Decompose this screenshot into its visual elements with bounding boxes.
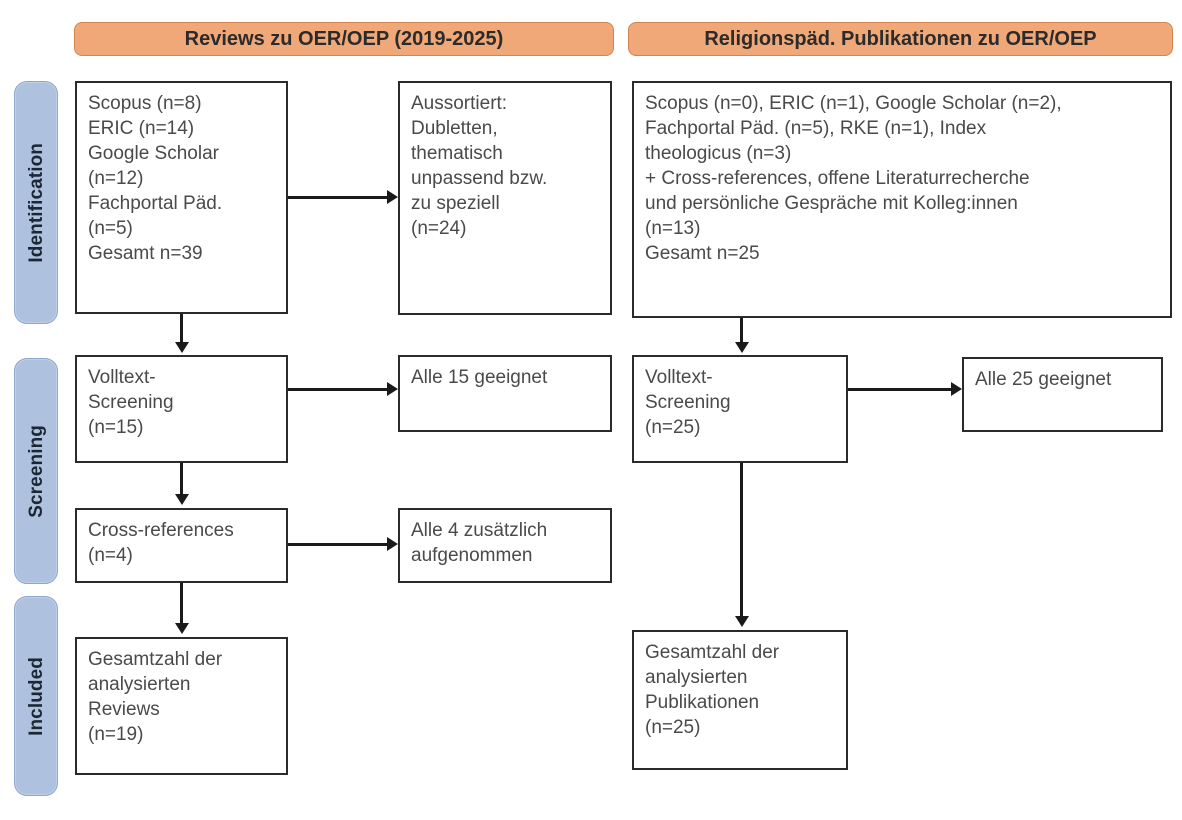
connector-left-ident-to-excluded: [288, 196, 387, 199]
box-line: (n=4): [88, 545, 133, 567]
box-line: Volltext-: [645, 367, 713, 388]
connector-left-screening-to-crossrefs: [180, 463, 183, 496]
box-line: (n=13): [645, 218, 701, 240]
box-line: Fachportal Päd.: [88, 193, 223, 215]
box-left-screening-result: Alle 15 geeignet: [398, 355, 612, 432]
box-line: Scopus (n=8): [88, 93, 202, 114]
connector-left-crossrefs-to-result: [288, 543, 387, 546]
connector-left-ident-to-screening: [180, 314, 183, 344]
connector-right-screening-to-included: [740, 463, 743, 618]
connector-right-screening-to-result: [848, 388, 951, 391]
box-line: unpassend bzw.: [411, 168, 548, 190]
phase-label-identification-text: Identification: [25, 142, 47, 263]
box-line: (n=19): [88, 724, 144, 746]
connector-left-screening-to-result: [288, 388, 387, 391]
arrow-left-crossrefs-to-result: [387, 537, 398, 551]
box-line: + Cross-references, offene Literaturrech…: [645, 168, 1030, 190]
box-line: Gesamt n=25: [645, 243, 760, 265]
box-line: (n=25): [645, 717, 701, 739]
column-header-reviews-text: Reviews zu OER/OEP (2019-2025): [184, 27, 504, 50]
box-line: (n=5): [88, 218, 133, 240]
arrow-left-ident-to-excluded: [387, 190, 398, 204]
phase-label-screening: Screening: [14, 358, 58, 584]
box-line: Screening: [88, 392, 174, 414]
box-line: (n=15): [88, 417, 144, 439]
box-line: Alle 4 zusätzlich: [411, 520, 548, 541]
column-header-religionspaed: Religionspäd. Publikationen zu OER/OEP: [628, 22, 1173, 56]
phase-label-screening-text: Screening: [25, 424, 47, 518]
connector-right-ident-to-screening: [740, 318, 743, 344]
arrow-left-screening-to-result: [387, 382, 398, 396]
box-right-fulltext-screening: Volltext- Screening (n=25): [632, 355, 848, 463]
arrow-left-ident-to-screening: [175, 342, 189, 353]
box-left-identification: Scopus (n=8) ERIC (n=14) Google Scholar …: [75, 81, 288, 314]
box-line: (n=24): [411, 218, 467, 240]
box-line: und persönliche Gespräche mit Kolleg:inn…: [645, 193, 1018, 215]
phase-label-identification: Identification: [14, 81, 58, 324]
box-line: zu speziell: [411, 193, 500, 215]
box-line: analysierten: [88, 674, 191, 696]
box-line: theologicus (n=3): [645, 143, 792, 165]
box-line: Alle 15 geeignet: [411, 367, 548, 388]
box-line: Aussortiert:: [411, 93, 508, 114]
box-line: Alle 25 geeignet: [975, 369, 1112, 390]
box-line: thematisch: [411, 143, 503, 165]
arrow-right-screening-to-result: [951, 382, 962, 396]
box-left-fulltext-screening: Volltext- Screening (n=15): [75, 355, 288, 463]
phase-label-included-text: Included: [25, 656, 47, 736]
box-line: analysierten: [645, 667, 748, 689]
arrow-left-screening-to-crossrefs: [175, 494, 189, 505]
arrow-right-ident-to-screening: [735, 342, 749, 353]
box-line: (n=25): [645, 417, 701, 439]
box-right-included: Gesamtzahl der analysierten Publikatione…: [632, 630, 848, 770]
connector-left-crossrefs-to-included: [180, 583, 183, 625]
box-line: Volltext-: [88, 367, 156, 388]
box-line: Fachportal Päd. (n=5), RKE (n=1), Index: [645, 118, 987, 140]
arrow-left-crossrefs-to-included: [175, 623, 189, 634]
box-line: Gesamtzahl der: [88, 649, 223, 670]
column-header-reviews: Reviews zu OER/OEP (2019-2025): [74, 22, 614, 56]
box-line: Screening: [645, 392, 731, 414]
box-line: Google Scholar: [88, 143, 219, 165]
phase-label-included: Included: [14, 596, 58, 796]
box-left-excluded: Aussortiert: Dubletten, thematisch unpas…: [398, 81, 612, 315]
column-header-religionspaed-text: Religionspäd. Publikationen zu OER/OEP: [704, 27, 1097, 50]
box-right-screening-result: Alle 25 geeignet: [962, 357, 1163, 432]
box-line: aufgenommen: [411, 545, 533, 567]
box-left-crossreferences: Cross-references (n=4): [75, 508, 288, 583]
box-line: Gesamt n=39: [88, 243, 203, 265]
box-line: Gesamtzahl der: [645, 642, 780, 663]
box-right-identification: Scopus (n=0), ERIC (n=1), Google Scholar…: [632, 81, 1172, 318]
arrow-right-screening-to-included: [735, 616, 749, 627]
box-line: (n=12): [88, 168, 144, 190]
box-line: Reviews: [88, 699, 160, 721]
box-line: Cross-references: [88, 520, 234, 541]
box-line: ERIC (n=14): [88, 118, 195, 140]
box-line: Dubletten,: [411, 118, 498, 140]
box-left-crossrefs-result: Alle 4 zusätzlich aufgenommen: [398, 508, 612, 583]
box-line: Scopus (n=0), ERIC (n=1), Google Scholar…: [645, 93, 1062, 114]
box-left-included: Gesamtzahl der analysierten Reviews (n=1…: [75, 637, 288, 775]
box-line: Publikationen: [645, 692, 760, 714]
